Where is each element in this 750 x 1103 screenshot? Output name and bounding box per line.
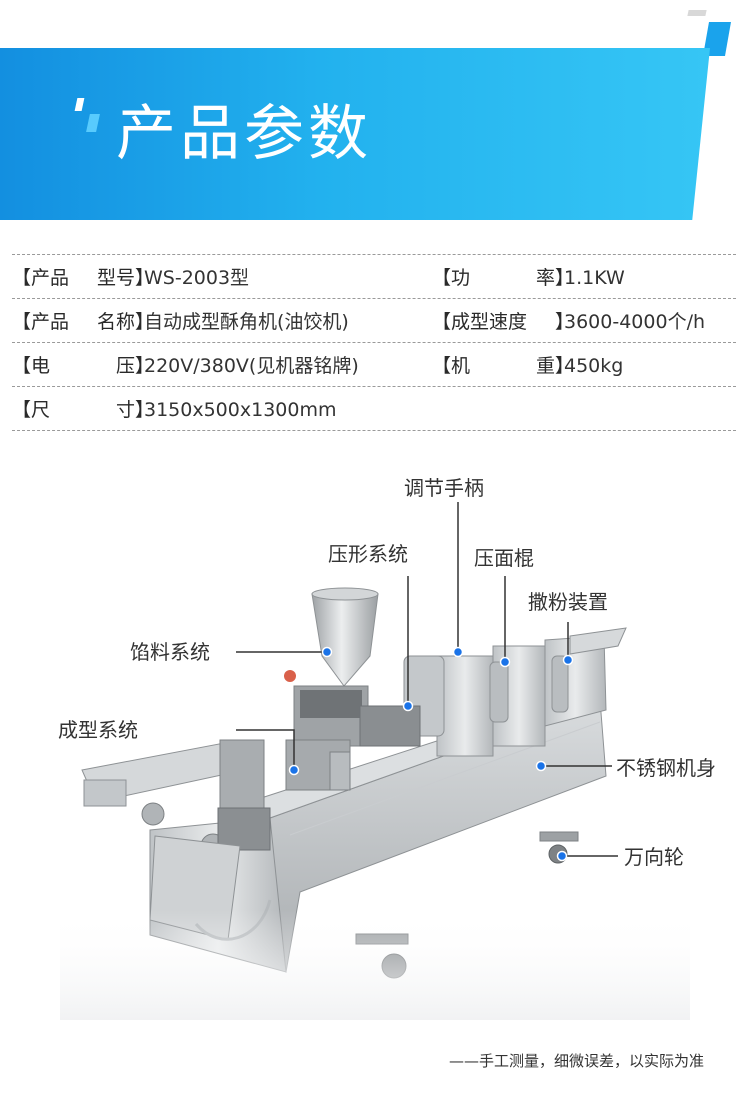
- callout-steel-body: 不锈钢机身: [616, 756, 716, 780]
- spec-value: 450kg: [564, 355, 624, 377]
- spec-value: 3150x500x1300mm: [144, 399, 337, 421]
- callout-leaders: [236, 502, 618, 857]
- callout-press-system: 压形系统: [328, 542, 408, 566]
- machine-body: [60, 587, 690, 1020]
- title-banner: [0, 48, 710, 220]
- spec-row: 【产品名称】自动成型酥角机(油饺机) 【成型速度】3600-4000个/h: [12, 299, 736, 343]
- spec-label: 【功率】: [432, 267, 575, 289]
- spec-value: 220V/380V(见机器铭牌): [144, 355, 359, 377]
- spec-row: 【尺寸】3150x500x1300mm: [12, 387, 736, 431]
- spec-table: 【产品型号】WS-2003型 【功率】1.1KW 【产品名称】自动成型酥角机(油…: [12, 254, 736, 431]
- callout-markers: [288, 646, 574, 862]
- callout-forming-system: 成型系统: [58, 718, 138, 742]
- spec-label: 【成型速度】: [432, 311, 575, 333]
- spec-value: 1.1KW: [564, 267, 625, 289]
- callout-press-roller: 压面棍: [474, 546, 534, 570]
- spec-value: WS-2003型: [144, 267, 250, 289]
- spec-row: 【电压】220V/380V(见机器铭牌) 【机重】450kg: [12, 343, 736, 387]
- callout-caster: 万向轮: [624, 845, 684, 869]
- spec-label: 【产品型号】: [12, 267, 155, 289]
- callout-filling-system: 馅料系统: [130, 640, 210, 664]
- machine-illustration: [60, 502, 690, 1020]
- page-title: 产品参数: [116, 99, 372, 169]
- spec-label: 【电压】: [12, 355, 155, 377]
- spec-label: 【机重】: [432, 355, 575, 377]
- title-accent-icon: [74, 98, 110, 138]
- spec-label: 【产品名称】: [12, 311, 155, 333]
- spec-value: 3600-4000个/h: [564, 311, 706, 333]
- callout-adjust-handle: 调节手柄: [404, 476, 484, 500]
- spec-label: 【尺寸】: [12, 399, 155, 421]
- callout-powder-device: 撒粉装置: [528, 590, 608, 614]
- measurement-note: ——手工测量，细微误差，以实际为准: [448, 1052, 704, 1070]
- spec-value: 自动成型酥角机(油饺机): [144, 311, 349, 333]
- spec-row: 【产品型号】WS-2003型 【功率】1.1KW: [12, 254, 736, 299]
